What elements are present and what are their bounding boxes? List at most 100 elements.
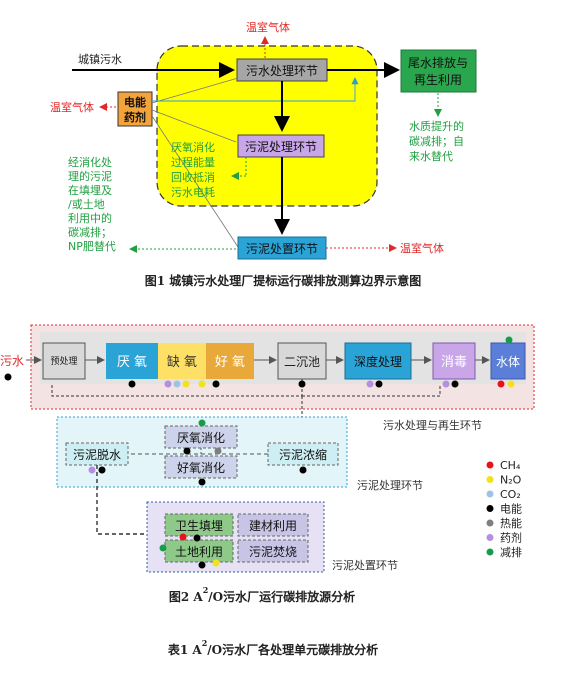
fig1-caption: 图1 城镇污水处理厂提标运行碳排放测算边界示意图 — [145, 273, 422, 288]
thicken-label: 污泥浓缩 — [279, 447, 327, 462]
figure-2: 污水处理与再生环节 污水 预处理 厌 氧 缺 氧 好 氧 二沉池 深度处理 消毒… — [0, 324, 535, 604]
clarifier-box — [277, 342, 327, 380]
legend-swatch — [486, 548, 494, 556]
sludge-note-5: 利用中的 — [68, 211, 112, 225]
water-note-2: 碳减排；自 — [409, 134, 464, 148]
waterbody-box — [490, 342, 526, 380]
anoxic-label: 缺 氧 — [167, 355, 197, 370]
sludge-dispose-label: 污泥处置环节 — [246, 242, 318, 256]
incinerate-label: 污泥焚烧 — [249, 545, 297, 559]
discharge-label-1: 尾水排放与 — [408, 55, 468, 70]
sludge-note-6: 碳减排； — [68, 225, 112, 239]
dot-aerobic-digest-energy — [198, 478, 206, 486]
incinerate-box — [237, 539, 309, 563]
energy-to-discharge-line — [152, 77, 359, 102]
waterbody-label: 水体 — [496, 355, 520, 369]
wwtp-label: 污水处理环节 — [246, 64, 318, 78]
dot-waterbody-ch4 — [497, 380, 505, 388]
yellow-boundary-zone — [156, 45, 378, 207]
dot-anaerobic-digest-reduction — [198, 419, 206, 427]
dot-clarifier-energy — [298, 380, 306, 388]
sludge-note-7: NP肥替代 — [68, 239, 116, 253]
anaerobic-label: 厌 氧 — [117, 355, 147, 370]
chem-label: 药剂 — [124, 110, 146, 124]
legend-swatch — [486, 461, 494, 469]
dot-land-use-reduction — [159, 544, 167, 552]
legend-label: 电能 — [500, 502, 522, 516]
aerobic-box — [206, 343, 254, 379]
pretreat-label: 预处理 — [50, 355, 77, 367]
legend-swatch — [486, 505, 494, 512]
energy-to-sludge-line — [151, 109, 237, 143]
legend-label: CO₂ — [500, 488, 521, 501]
figure-1: 温室气体 城镇污水 污水处理环节 尾水排放与 再生利用 水质提升的 碳减排；自 … — [50, 20, 477, 288]
table1-caption: 表1 A2/O污水厂各处理单元碳排放分析 — [167, 638, 378, 657]
dewater-to-disposal-line — [96, 465, 162, 540]
landfill-label: 卫生填埋 — [175, 519, 223, 533]
dot-anaerobic-digest-energy — [183, 447, 191, 455]
inlet-label: 污水 — [0, 354, 24, 368]
disinfect-label: 消毒 — [441, 355, 467, 370]
dot-anaerobic-digest-heat — [214, 447, 222, 455]
anaerobic-note-1: 厌氧消化 — [171, 140, 215, 154]
legend-swatch — [486, 519, 494, 527]
fig2-caption: 图2 A2/O污水厂运行碳排放源分析 — [169, 585, 355, 604]
dot-land-use-n2o — [212, 559, 220, 567]
dot-advanced-chemical — [366, 380, 374, 388]
anaerobic-note-2: 过程能量 — [171, 155, 215, 169]
pretreat-box — [42, 342, 86, 380]
discharge-box — [400, 49, 477, 93]
legend-label: CH₄ — [500, 459, 521, 472]
energy-to-wwtp-line — [151, 77, 239, 104]
clarifier-label: 二沉池 — [284, 355, 320, 369]
dot-aerobic-n2o — [198, 380, 206, 388]
ghg-top-label: 温室气体 — [246, 20, 290, 34]
dot-disinfect-chemical — [442, 380, 450, 388]
legend-label: 减排 — [500, 545, 522, 559]
water-note-1: 水质提升的 — [409, 119, 464, 133]
zone-wastewater-label: 污水处理与再生环节 — [383, 418, 482, 432]
dot-dewater-energy — [98, 466, 106, 474]
legend-swatch — [486, 534, 494, 541]
ghg-bottom-label: 温室气体 — [400, 241, 444, 255]
dot-thicken-energy — [299, 466, 307, 474]
water-note-3: 来水替代 — [409, 149, 453, 163]
legend-swatch — [486, 476, 494, 483]
ghg-left-label: 温室气体 — [50, 100, 94, 114]
sludge-treat-label: 污泥处理环节 — [245, 140, 317, 154]
land-use-box — [164, 539, 234, 563]
material-label: 建材利用 — [249, 519, 297, 533]
legend-label: N₂O — [500, 474, 522, 487]
anaerobic-note-4: 污水电耗 — [171, 186, 215, 199]
zone-sludge-treatment-label: 污泥处理环节 — [357, 479, 423, 492]
advanced-label: 深度处理 — [354, 354, 402, 369]
sludge-note-3: 在填埋及 — [68, 183, 112, 197]
dot-anaerobic-energy — [128, 380, 136, 388]
dot-waterbody-reduction — [505, 336, 513, 344]
anaerobic-box — [106, 343, 158, 379]
dewater-label: 污泥脱水 — [73, 447, 121, 462]
inlet-dot — [4, 373, 12, 381]
dot-disinfect-energy — [451, 380, 459, 388]
fig2-caption-post: /O污水厂运行碳排放源分析 — [208, 589, 355, 604]
fig2-caption-sup: 2 — [203, 585, 209, 595]
sewage-inlet-label: 城镇污水 — [78, 52, 122, 66]
discharge-label-2: 再生利用 — [414, 73, 462, 87]
dot-anoxic-chemical — [164, 380, 172, 388]
anaerobic-note-3: 回收抵消 — [171, 170, 215, 184]
landfill-box — [164, 513, 234, 537]
anoxic-box — [158, 343, 206, 379]
dot-landfill-energy — [193, 534, 201, 542]
advanced-box — [344, 342, 412, 380]
aerobic-digest-box — [164, 455, 238, 479]
disinfect-box — [432, 342, 476, 380]
return-sludge-line — [51, 379, 303, 397]
legend-label: 热能 — [500, 516, 522, 530]
zone-sludge-disposal-label: 污泥处置环节 — [332, 559, 398, 572]
return-sludge-line-2 — [302, 384, 441, 397]
fig2-caption-pre: 图2 A — [169, 590, 204, 604]
dot-aerobic-energy — [212, 380, 220, 388]
legend-swatch — [486, 490, 494, 498]
